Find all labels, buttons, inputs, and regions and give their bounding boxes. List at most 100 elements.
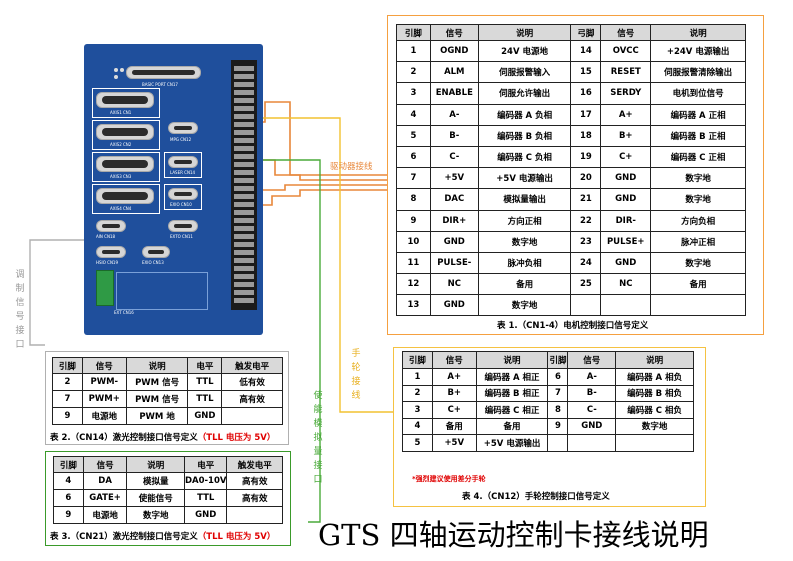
terminal-pin bbox=[234, 146, 254, 151]
terminal-pin bbox=[234, 298, 254, 303]
column-header: 弓脚 bbox=[570, 24, 602, 41]
connector-frame bbox=[92, 120, 160, 150]
table-cell: 4 bbox=[402, 417, 433, 435]
table-cell: GND bbox=[429, 294, 479, 317]
table-cell: 备用 bbox=[431, 417, 477, 435]
table-cell bbox=[570, 294, 602, 317]
table-cell: A+ bbox=[600, 103, 652, 126]
table-cell: 编码器 C 负相 bbox=[477, 145, 572, 169]
table-cell: GND bbox=[600, 188, 652, 211]
table-cell: GND bbox=[183, 506, 228, 524]
table-cell: 编码器 B 相负 bbox=[615, 384, 694, 402]
column-header: 引脚 bbox=[547, 351, 569, 369]
connector-label: AXIS3 CN3 bbox=[110, 174, 132, 179]
table-cell: PWM 信号 bbox=[125, 390, 189, 408]
table-cell: 高有效 bbox=[226, 489, 283, 507]
table-cell: 脉冲正相 bbox=[650, 230, 746, 253]
table4-caption: 表 4.（CN12）手轮控制接口信号定义 bbox=[462, 492, 610, 502]
connector-frame bbox=[92, 152, 160, 182]
table-cell: B+ bbox=[600, 124, 652, 147]
table-cell: 7 bbox=[52, 390, 83, 408]
table-cell: 编码器 A 正相 bbox=[650, 103, 746, 126]
table-cell: 14 bbox=[570, 39, 602, 63]
terminal-pin bbox=[234, 66, 254, 71]
table-header-row: 引脚信号说明引脚信号说明 bbox=[402, 351, 694, 369]
table-cell: RESET bbox=[600, 61, 652, 84]
table2-caption-note: （TLL 电压为 5V） bbox=[197, 433, 276, 443]
terminal-pin bbox=[234, 218, 254, 223]
table-cell: 伺服允许输出 bbox=[477, 82, 572, 105]
table-header-row: 引脚信号说明弓脚信号说明 bbox=[396, 24, 746, 41]
table-cell: OVCC bbox=[600, 39, 652, 63]
table-cell: 数字地 bbox=[477, 230, 572, 253]
laser-label: 调制信号接口 bbox=[15, 270, 25, 350]
table-cell: 16 bbox=[570, 82, 602, 105]
column-header: 说明 bbox=[477, 24, 572, 41]
table-cell bbox=[650, 294, 746, 317]
connector-cn13 bbox=[142, 246, 170, 258]
table-cell: GND bbox=[600, 251, 652, 275]
column-header: 信号 bbox=[82, 456, 128, 473]
table-cell: GND bbox=[567, 417, 617, 435]
table-cell: PULSE- bbox=[429, 251, 479, 275]
table-cell: 21 bbox=[570, 188, 602, 211]
terminal-pin bbox=[234, 154, 254, 159]
connector-frame bbox=[164, 184, 202, 210]
table-cell: PWM 信号 bbox=[125, 373, 189, 391]
page-title: GTS 四轴运动控制卡接线说明 bbox=[318, 518, 709, 552]
connector-label: AIN CN18 bbox=[96, 234, 116, 239]
table-cell: 15 bbox=[570, 61, 602, 84]
terminal-block-green bbox=[96, 270, 114, 306]
terminal-strip bbox=[231, 60, 257, 310]
terminal-pin bbox=[234, 122, 254, 127]
table-cell: 电机到位信号 bbox=[650, 82, 746, 105]
table-cell: GATE+ bbox=[82, 489, 128, 507]
terminal-pin bbox=[234, 138, 254, 143]
table-cell: 备用 bbox=[477, 273, 572, 296]
table-cell: 5 bbox=[396, 124, 431, 147]
table-cell: 数字地 bbox=[650, 188, 746, 211]
table-cell: SERDY bbox=[600, 82, 652, 105]
table-cell: 数字地 bbox=[615, 417, 694, 435]
connector-label: EXTO CN11 bbox=[170, 234, 193, 239]
table-cell: B- bbox=[567, 384, 617, 402]
table-cell: A+ bbox=[431, 368, 477, 386]
column-header: 说明 bbox=[126, 456, 185, 473]
column-header: 电平 bbox=[183, 456, 228, 473]
connector-cn3 bbox=[96, 156, 154, 172]
terminal-pin bbox=[234, 106, 254, 111]
table-cell: 8 bbox=[396, 188, 431, 211]
terminal-pin bbox=[234, 202, 254, 207]
table-header-row: 引脚信号说明电平触发电平 bbox=[52, 357, 283, 374]
table-row: 5+5V+5V 电源输出 bbox=[402, 434, 694, 452]
table-cell: 数字地 bbox=[650, 167, 746, 190]
table-cell: 使能信号 bbox=[126, 489, 185, 507]
connector-cn1 bbox=[96, 92, 154, 108]
table-cell: 备用 bbox=[475, 417, 549, 435]
table-cell: PULSE+ bbox=[600, 230, 652, 253]
table-cell: +24V 电源输出 bbox=[650, 39, 746, 63]
terminal-pin bbox=[234, 114, 254, 119]
table-cell: TTL bbox=[183, 489, 228, 507]
table-cell: NC bbox=[429, 273, 479, 296]
table-cell: PWM 地 bbox=[125, 407, 189, 425]
table-cell: 8 bbox=[547, 401, 569, 419]
table-cell: 7 bbox=[547, 384, 569, 402]
table-cell: 编码器 A 相正 bbox=[475, 368, 549, 386]
column-header: 信号 bbox=[429, 24, 479, 41]
table-cell: PWM- bbox=[81, 373, 127, 391]
column-header: 引脚 bbox=[52, 357, 83, 374]
table-cell: 2 bbox=[396, 61, 431, 84]
connector-label: LASER CN14 bbox=[170, 170, 196, 175]
